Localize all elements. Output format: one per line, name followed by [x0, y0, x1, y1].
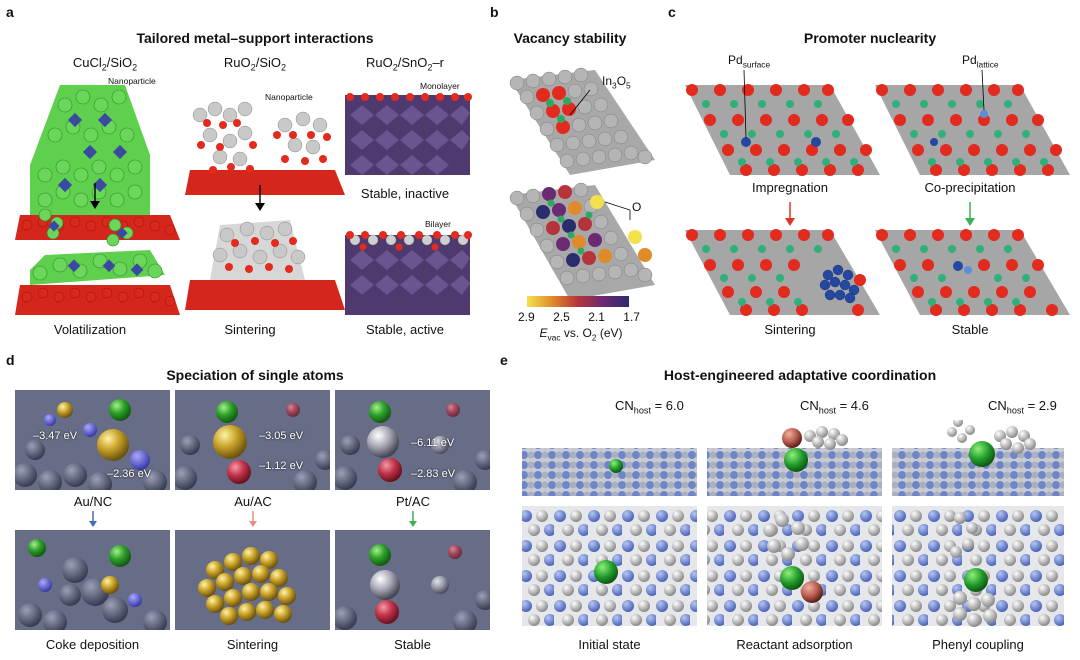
- system-label-au-ac: Au/AC: [234, 494, 272, 509]
- panel-c-pd-lattice-label: Pdlattice: [962, 53, 999, 70]
- panel-e-title: Host-engineered adaptative coordination: [663, 367, 937, 383]
- panel-d-label: d: [6, 352, 15, 368]
- panel-a-col2-caption: Sintering: [224, 322, 276, 337]
- panel-c-title: Promoter nuclearity: [803, 30, 937, 46]
- pd-stable-slab: [875, 229, 1070, 316]
- panel-a-col2-header: RuO2/SiO2: [223, 55, 287, 73]
- panel-b-title: Vacancy stability: [513, 30, 627, 46]
- panel-a-col3-caption-bottom: Stable, active: [365, 322, 445, 337]
- energy-label: –1.12 eV: [259, 460, 304, 472]
- cn-host-label: CNhost = 6.0: [615, 398, 684, 416]
- initial-state-perspective: [522, 448, 697, 496]
- phenyl-coupling-perspective: [892, 420, 1064, 496]
- colorbar: [527, 296, 629, 307]
- panel-d-title: Speciation of single atoms: [166, 367, 344, 383]
- panel-a-col3-caption-top: Stable, inactive: [360, 186, 450, 201]
- panel-b-in3o5-label: In3O5: [602, 74, 631, 91]
- panel-a-label: a: [6, 4, 14, 20]
- energy-label: –2.36 eV: [107, 468, 152, 480]
- panel-c-caption-stable: Stable: [951, 322, 989, 337]
- gold-sintering-image: [175, 530, 330, 630]
- pt-stable-image: [335, 530, 490, 630]
- panel-e-caption-initial: Initial state: [578, 637, 641, 652]
- panel-b-structures: [509, 67, 655, 300]
- pd-sintered-slab: [685, 229, 880, 316]
- in2o3-slab-bottom: [509, 182, 655, 300]
- panel-c-caption-sintering: Sintering: [764, 322, 816, 337]
- panel-c-label: c: [668, 4, 676, 20]
- phenyl-coupling-topview: [892, 506, 1064, 627]
- cn-host-label: CNhost = 2.9: [988, 398, 1057, 416]
- panel-a-structures: [15, 85, 472, 315]
- panel-d-caption-sintering: Sintering: [226, 637, 279, 652]
- cucl2-nanoparticle-illustration: [15, 85, 180, 240]
- pd-surface-slab: [685, 70, 880, 176]
- ruo2-sno2-bilayer-illustration: [345, 231, 472, 315]
- ruo2-nanoparticle-illustration: [185, 101, 345, 195]
- initial-state-topview: [522, 506, 697, 626]
- ruo2-sintered-illustration: [185, 220, 345, 310]
- panel-c-pd-surface-label: Pdsurface: [728, 53, 771, 70]
- panel-d-arrows: [89, 511, 417, 527]
- au-nc-adsorption-image: –3.47 eV –2.36 eV: [15, 390, 170, 490]
- pt-ac-adsorption-image: –6.11 eV –2.83 eV: [335, 390, 490, 490]
- ruo2-sno2-monolayer-illustration: [345, 93, 472, 175]
- reactant-adsorption-topview: [707, 506, 882, 626]
- colorbar-tick: 2.5: [553, 310, 570, 324]
- in2o3-slab-top: [509, 67, 655, 175]
- system-label-au-nc: Au/NC: [73, 494, 113, 509]
- energy-label: –3.47 eV: [33, 430, 78, 442]
- energy-label: –2.83 eV: [411, 468, 456, 480]
- panel-b-o-label: O: [632, 200, 642, 214]
- energy-label: –3.05 eV: [259, 430, 304, 442]
- panel-a-col1-header: CuCl2/SiO2: [72, 55, 138, 73]
- energy-label: –6.11 eV: [411, 437, 455, 449]
- colorbar-tick: 2.9: [518, 310, 535, 324]
- panel-c-caption-coprecipitation: Co-precipitation: [924, 180, 1016, 195]
- panel-c-structures: [685, 70, 1070, 316]
- colorbar-tick: 2.1: [588, 310, 605, 324]
- panel-e-caption-phenyl: Phenyl coupling: [932, 637, 1024, 652]
- colorbar-ticks: 2.9 2.5 2.1 1.7: [518, 310, 640, 324]
- panel-d-caption-coke: Coke deposition: [45, 637, 140, 652]
- system-label-pt-ac: Pt/AC: [396, 494, 430, 509]
- panel-a-col2-tag: Nanoparticle: [265, 92, 313, 102]
- pd-lattice-slab: [875, 70, 1070, 176]
- panel-e-label: e: [500, 352, 508, 368]
- panel-b-label: b: [490, 4, 499, 20]
- au-ac-adsorption-image: –3.05 eV –1.12 eV: [175, 390, 330, 490]
- colorbar-label: Evac vs. O2 (eV): [539, 326, 623, 343]
- panel-e-caption-reactant: Reactant adsorption: [736, 637, 853, 652]
- coke-deposition-image: [15, 530, 170, 630]
- cucl2-volatilized-illustration: [15, 208, 180, 315]
- panel-a-col3-tag-bottom: Bilayer: [425, 219, 451, 229]
- panel-c-caption-impregnation: Impregnation: [752, 180, 828, 195]
- colorbar-tick: 1.7: [623, 310, 640, 324]
- cn-host-label: CNhost = 4.6: [800, 398, 869, 416]
- panel-e-structures: [522, 420, 1064, 627]
- panel-a-col3-tag-top: Monolayer: [420, 81, 460, 91]
- panel-a-col1-caption: Volatilization: [53, 322, 127, 337]
- panel-a-col3-header: RuO2/SnO2–r: [365, 55, 445, 73]
- panel-a-col1-tag: Nanoparticle: [108, 76, 156, 86]
- panel-a-title: Tailored metal–support interactions: [136, 30, 374, 46]
- panel-d-caption-stable: Stable: [394, 637, 431, 652]
- reactant-adsorption-perspective: [707, 426, 882, 496]
